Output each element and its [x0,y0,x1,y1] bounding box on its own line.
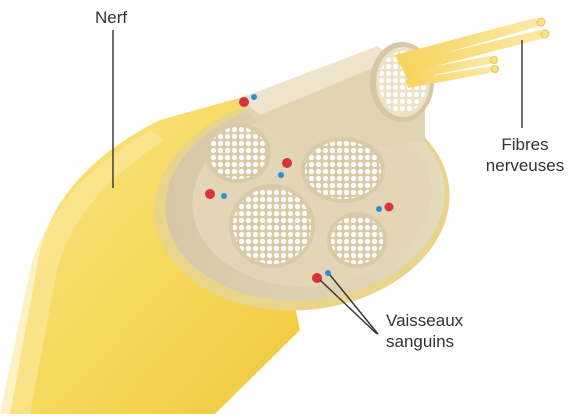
nerve-fibers [395,18,549,88]
artery-icon [282,158,292,168]
blood-vessels-label-line1: Vaisseaux [386,310,463,331]
blood-vessels-label: Vaisseaux sanguins [386,310,463,352]
artery-icon [385,203,394,212]
vein-icon [221,193,227,199]
nerve-fibers-label-line2: nerveuses [470,155,580,176]
nerve-fibers-label: Fibres nerveuses [470,134,580,176]
artery-icon [239,97,249,107]
vein-icon [376,206,382,212]
blood-vessels-label-line2: sanguins [386,331,463,352]
vein-icon [251,94,257,100]
nerve-label: Nerf [95,7,127,28]
artery-icon [205,189,215,199]
vein-icon [278,172,284,178]
artery-icon [312,273,322,283]
nerve-fibers-label-line1: Fibres [470,134,580,155]
